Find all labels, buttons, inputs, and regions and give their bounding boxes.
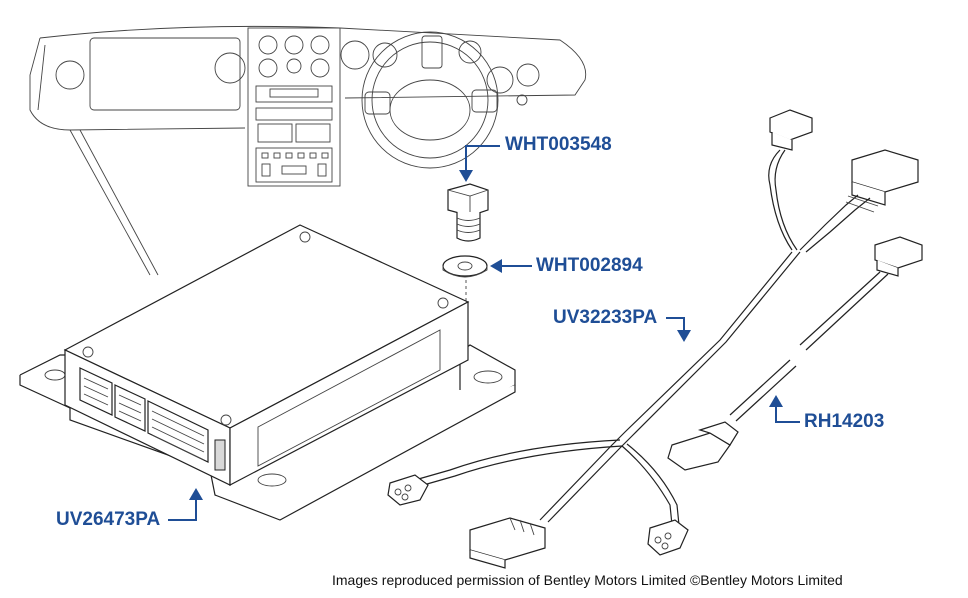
leader-lines [168,145,800,521]
part-label-link-lead: RH14203 [804,411,885,432]
part-label-bolt: WHT003548 [505,134,612,155]
part-label-main-harness: UV32233PA [553,307,658,328]
part-label-washer: WHT002894 [536,255,643,276]
dashboard-illustration [29,25,587,276]
module-connector-sockets [79,367,226,471]
main-harness-illustration [387,109,919,569]
copyright-credit: Images reproduced permission of Bentley … [332,572,843,588]
part-label-control-module: UV26473PA [56,509,161,530]
control-module-illustration [19,224,516,521]
link-lead-illustration [667,236,923,471]
bolt-illustration [447,183,489,242]
